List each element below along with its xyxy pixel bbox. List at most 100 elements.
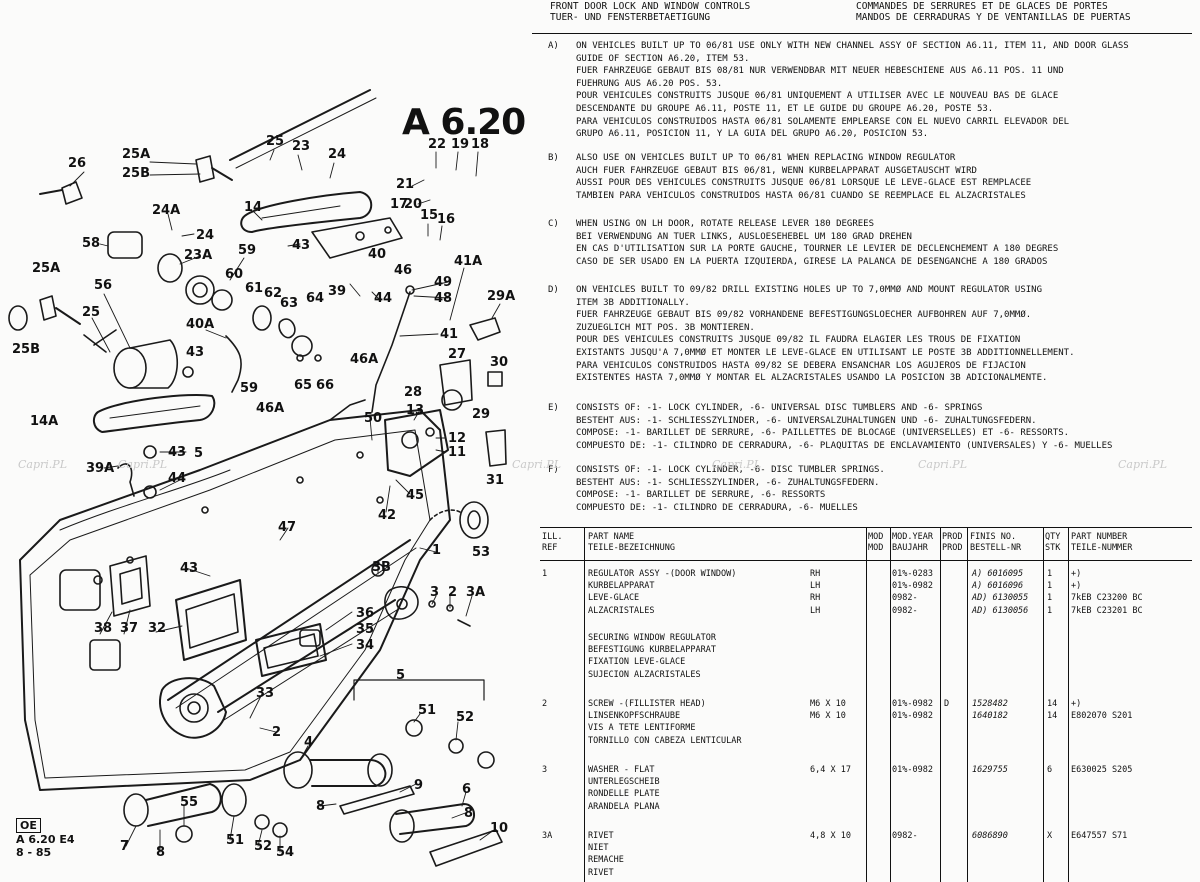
footnote-line: COMPUESTO DE: -1- CILINDRO DE CERRADURA,… — [576, 502, 858, 513]
footnote-line: COMPUESTO DE: -1- CILINDRO DE CERRADURA,… — [576, 440, 1113, 451]
callout-ref: 41A — [454, 254, 483, 269]
watermark: Capri.PL — [512, 458, 561, 471]
footnote-line: ZUZUEGLICH MIT POS. 3B MONTIEREN. — [576, 322, 755, 333]
table-cell-qty: X — [1047, 831, 1053, 841]
callout-ref: 64 — [306, 291, 325, 306]
callout-ref: 66 — [316, 378, 335, 393]
callout-ref: 6 — [462, 782, 472, 797]
table-cell-qty: 6 — [1047, 765, 1053, 775]
col-header-finis: FINIS NO.BESTELL-NR — [970, 532, 1022, 553]
callout-ref: 14 — [244, 200, 263, 215]
footnote-tag: F) — [548, 465, 559, 475]
callout-ref: 23A — [184, 248, 213, 263]
footnote-tag: D) — [548, 285, 559, 295]
callout-ref: 44 — [168, 471, 187, 486]
callout-ref: 39A — [86, 461, 115, 476]
callout-ref: 5 — [396, 668, 406, 683]
table-cell-name: REGULATOR ASSY -(DOOR WINDOW)KURBELAPPAR… — [588, 569, 737, 616]
footnote-line: COMPOSE: -1- BARILLET DE SERRURE, -6- PA… — [576, 428, 1070, 439]
callout-ref: 60 — [225, 267, 244, 282]
callout-ref: 2 — [272, 725, 282, 740]
table-cell-finis: 1629755 — [972, 765, 1008, 775]
callout-ref: 13 — [406, 403, 425, 418]
callout-ref: 51 — [418, 703, 437, 718]
table-cell-year: 0982- — [892, 831, 918, 841]
callout-ref: 27 — [448, 347, 467, 362]
header-rule — [532, 33, 1192, 34]
footnote-tag: E) — [548, 403, 559, 413]
footnote-line: TAMBIEN PARA VEHICULOS CONSTRUIDOS HASTA… — [576, 190, 1026, 201]
footnote-line: WHEN USING ON LH DOOR, ROTATE RELEASE LE… — [576, 219, 875, 229]
callout-ref: 25A — [32, 261, 61, 276]
figure-code-box: OE — [16, 818, 41, 833]
footnote-line: BESTEHT AUS: -1- SCHLIESSZYLINDER, -6- Z… — [576, 477, 880, 488]
callout-ref: 3A — [466, 585, 486, 600]
callout-ref: 5 — [194, 446, 204, 461]
header-title-en: FRONT DOOR LOCK AND WINDOW CONTROLS — [550, 1, 751, 12]
callout-ref: 59 — [240, 381, 259, 396]
footnote-line: CASO DE SER USADO EN LA PUERTA IZQUIERDA… — [576, 256, 1048, 267]
table-cell-ref: 1 — [542, 569, 548, 579]
callout-ref: 8 — [156, 845, 166, 860]
callout-ref: 46A — [350, 352, 379, 367]
callout-ref: 65 — [294, 378, 313, 393]
table-cell-spec: 4,8 X 10 — [810, 831, 851, 841]
callout-ref: 39 — [328, 284, 347, 299]
table-cell-spec: 6,4 X 17 — [810, 765, 851, 775]
callout-ref: 19 — [451, 137, 470, 152]
section-number: A 6.20 — [402, 102, 526, 143]
footnote-line: DESCENDANTE DU GROUPE A6.11, POSTE 11, E… — [576, 103, 994, 114]
callout-ref: 63 — [280, 296, 299, 311]
callout-ref: 46A — [256, 401, 285, 416]
callout-ref: 35 — [356, 622, 375, 637]
callout-ref: 29A — [487, 289, 516, 304]
footnote-line: GUIDE OF SECTION A6.20, ITEM 53. — [576, 53, 750, 64]
callout-ref: 56 — [94, 278, 113, 293]
callout-ref: 28 — [404, 385, 423, 400]
footnote-line: ON VEHICLES BUILT UP TO 06/81 USE ONLY W… — [576, 41, 1129, 51]
callout-ref: 38 — [94, 621, 113, 636]
callout-ref: 30 — [490, 355, 509, 370]
callout-ref: 58 — [82, 236, 101, 251]
table-cell-ref: 3 — [542, 765, 548, 775]
diagram-drawing — [8, 89, 507, 867]
callout-ref: 45 — [406, 488, 425, 503]
callout-ref: 34 — [356, 638, 375, 653]
table-cell-pn: E630025 S205 — [1071, 765, 1133, 775]
callout-ref: 31 — [486, 473, 505, 488]
callout-ref: 59 — [238, 243, 257, 258]
callout-ref: 25B — [12, 342, 40, 357]
callout-ref: 24 — [328, 147, 347, 162]
footnote-line: ALSO USE ON VEHICLES BUILT UP TO 06/81 W… — [576, 153, 956, 163]
callout-ref: 40 — [368, 247, 387, 262]
table-cell-year: 01%-0982 — [892, 765, 933, 775]
callout-ref: 25A — [122, 147, 151, 162]
footnote-line: CONSISTS OF: -1- LOCK CYLINDER, -6- UNIV… — [576, 403, 983, 413]
callout-ref: 7 — [120, 839, 130, 854]
header-title-de: TUER- UND FENSTERBETAETIGUNG — [550, 12, 711, 23]
callout-ref: 25 — [82, 305, 101, 320]
table-cell-ref: 3A — [542, 831, 553, 841]
footnote-tag: B) — [548, 153, 559, 163]
table-cell-pn: +)E802070 S201 — [1071, 699, 1133, 722]
table-cell-name: WASHER - FLAT UNTERLEGSCHEIB RONDELLE PL… — [588, 765, 660, 812]
callout-ref: 15 — [420, 208, 439, 223]
figure-code-date: 8 - 85 — [16, 846, 52, 859]
callout-ref: 4 — [304, 735, 314, 750]
footnote-tag: A) — [548, 41, 559, 51]
figure-code-ref: A 6.20 E4 — [16, 833, 75, 846]
footnote-tag: C) — [548, 219, 559, 229]
callout-ref: 50 — [364, 411, 383, 426]
callout-ref: 62 — [264, 286, 283, 301]
callout-ref: 18 — [471, 137, 490, 152]
callout-ref: 52 — [254, 839, 273, 854]
